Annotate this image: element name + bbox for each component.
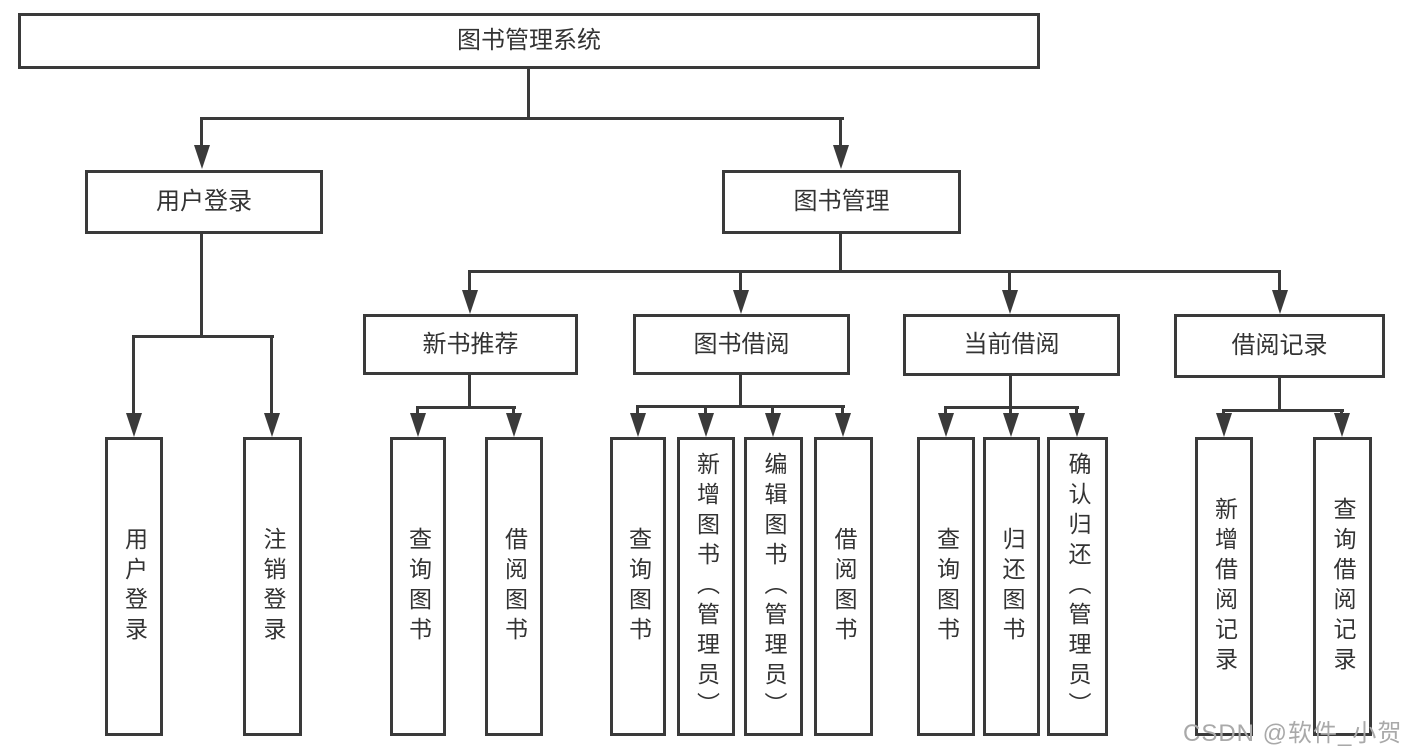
leaf-logout: 注销登录: [243, 437, 302, 736]
leaf-confirm-return-admin: 确认归还（管理员）: [1047, 437, 1108, 736]
arrow-down-icon: [1216, 413, 1232, 437]
connector-root-stem: [527, 69, 530, 118]
connector-shaft: [468, 270, 471, 292]
connector-shaft: [1009, 406, 1012, 416]
arrow-down-icon: [410, 413, 426, 437]
leaf-edit-books-admin: 编辑图书（管理员）: [744, 437, 803, 736]
leaf-label: 查询图书: [933, 526, 960, 647]
arrow-down-icon: [1002, 290, 1018, 314]
node-new-book-recommend: 新书推荐: [363, 314, 578, 375]
node-root: 图书管理系统: [18, 13, 1040, 69]
connector-shaft: [416, 406, 419, 416]
connector-shaft: [839, 117, 842, 148]
node-book-borrow-label: 图书借阅: [693, 330, 790, 358]
arrow-down-icon: [765, 413, 781, 437]
connector-borrow-record-stem: [1278, 378, 1281, 411]
arrow-down-icon: [630, 413, 646, 437]
connector-root-rail: [201, 117, 844, 120]
connector-shaft: [1075, 406, 1078, 416]
node-book-management: 图书管理: [722, 170, 961, 234]
connector-shaft: [1222, 409, 1225, 416]
leaf-borrow-books: 借阅图书: [814, 437, 873, 736]
leaf-return-books: 归还图书: [983, 437, 1040, 736]
connector-shaft: [1278, 270, 1281, 292]
connector-shaft: [704, 405, 707, 416]
node-current-borrow-label: 当前借阅: [963, 331, 1060, 358]
connector-shaft: [270, 335, 273, 415]
node-book-management-label: 图书管理: [793, 188, 890, 215]
connector-book-borrow-stem: [739, 375, 742, 407]
arrow-down-icon: [462, 290, 478, 314]
node-borrow-record: 借阅记录: [1174, 314, 1385, 378]
leaf-label: 新增借阅记录: [1211, 496, 1238, 677]
connector-borrow-record-rail: [1222, 409, 1344, 412]
connector-shaft: [739, 270, 742, 292]
connector-shaft: [200, 117, 203, 148]
connector-shaft: [944, 406, 947, 416]
node-user-login: 用户登录: [85, 170, 323, 234]
connector-user-login-rail: [132, 335, 274, 338]
leaf-label: 借阅图书: [501, 526, 528, 647]
leaf-user-login: 用户登录: [105, 437, 163, 736]
arrow-down-icon: [835, 413, 851, 437]
arrow-down-icon: [938, 413, 954, 437]
node-book-borrow: 图书借阅: [633, 314, 850, 375]
arrow-down-icon: [1272, 290, 1288, 314]
leaf-query-borrow-record: 查询借阅记录: [1313, 437, 1372, 736]
connector-book-mgmt-rail: [469, 270, 1281, 273]
leaf-label: 确认归还（管理员）: [1065, 451, 1091, 722]
connector-book-mgmt-stem: [839, 234, 842, 272]
arrow-down-icon: [126, 413, 142, 437]
arrow-down-icon: [194, 145, 210, 169]
connector-shaft: [512, 406, 515, 416]
leaf-label: 编辑图书（管理员）: [761, 451, 787, 722]
node-borrow-record-label: 借阅记录: [1231, 332, 1328, 359]
leaf-label: 借阅图书: [831, 526, 857, 647]
connector-user-login-stem: [200, 234, 203, 337]
leaf-label: 注销登录: [260, 526, 286, 647]
arrow-down-icon: [506, 413, 522, 437]
arrow-down-icon: [1003, 413, 1019, 437]
arrow-down-icon: [1069, 413, 1085, 437]
connector-new-book-rail: [416, 406, 516, 409]
node-root-label: 图书管理系统: [457, 27, 601, 54]
connector-book-borrow-rail: [636, 405, 845, 408]
arrow-down-icon: [264, 413, 280, 437]
connector-shaft: [841, 405, 844, 416]
connector-shaft: [1008, 270, 1011, 292]
connector-shaft: [636, 405, 639, 416]
leaf-label: 用户登录: [121, 526, 148, 647]
arrow-down-icon: [733, 290, 749, 314]
connector-current-borrow-stem: [1009, 376, 1012, 408]
connector-shaft: [1340, 409, 1343, 416]
leaf-query-books-borrow: 查询图书: [610, 437, 666, 736]
node-user-login-label: 用户登录: [156, 188, 252, 215]
node-new-book-recommend-label: 新书推荐: [422, 330, 519, 358]
arrow-down-icon: [1334, 413, 1350, 437]
leaf-label: 查询借阅记录: [1330, 496, 1356, 677]
leaf-add-borrow-record: 新增借阅记录: [1195, 437, 1253, 736]
leaf-query-books-current: 查询图书: [917, 437, 975, 736]
connector-new-book-stem: [468, 375, 471, 408]
leaf-label: 归还图书: [999, 526, 1025, 647]
leaf-label: 查询图书: [625, 526, 652, 647]
connector-shaft: [771, 405, 774, 416]
connector-shaft: [132, 335, 135, 415]
leaf-label: 新增图书（管理员）: [693, 451, 720, 722]
csdn-watermark: CSDN @软件_小贺同学: [1183, 720, 1403, 747]
arrow-down-icon: [833, 145, 849, 169]
arrow-down-icon: [698, 413, 714, 437]
node-current-borrow: 当前借阅: [903, 314, 1120, 376]
leaf-borrow-books-recommend: 借阅图书: [485, 437, 543, 736]
leaf-query-books-recommend: 查询图书: [390, 437, 446, 736]
leaf-add-books-admin: 新增图书（管理员）: [677, 437, 735, 736]
leaf-label: 查询图书: [405, 526, 432, 647]
